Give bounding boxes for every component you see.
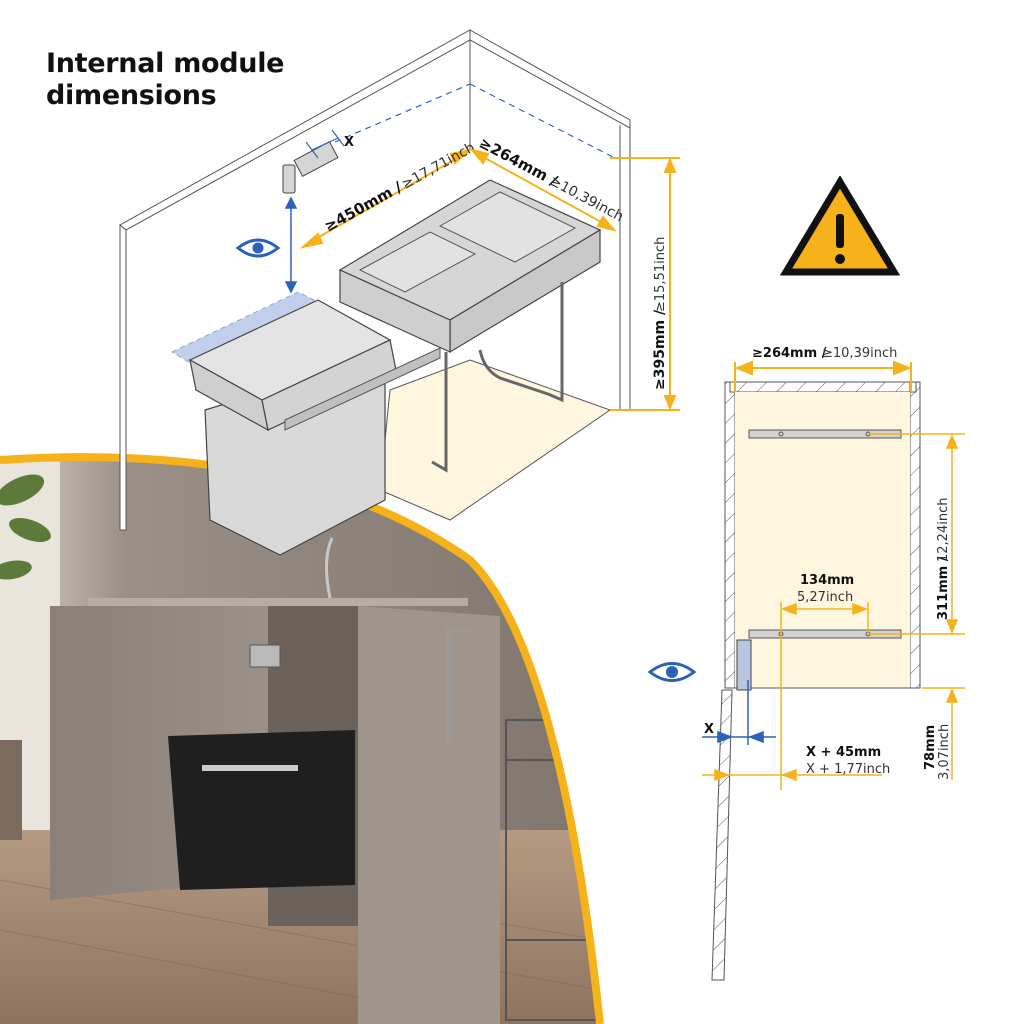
height-dimension-label: ≥395mm / ≥15,51inch xyxy=(652,237,668,390)
hole-spacing-label: 134mm 5,27inch xyxy=(797,573,854,605)
page-title: Internal module dimensions xyxy=(46,48,285,112)
width-dimension-label-front: ≥264mm / ≥10,39inch xyxy=(752,346,897,361)
svg-text:X + 1,77inch: X + 1,77inch xyxy=(806,762,890,777)
svg-text:78mm: 78mm xyxy=(923,725,938,770)
svg-text:≥10,39inch: ≥10,39inch xyxy=(822,346,897,361)
hinge-x-label: X xyxy=(704,722,714,737)
svg-text:3,07inch: 3,07inch xyxy=(937,724,952,780)
bottom-offset-label: 78mm xyxy=(923,725,938,770)
hinge-offset-label: X xyxy=(344,135,354,150)
svg-text:134mm: 134mm xyxy=(800,573,854,588)
eye-icon xyxy=(647,662,697,682)
title-line-1: Internal module xyxy=(46,48,285,79)
decorative-arc xyxy=(0,453,604,1024)
svg-text:X + 45mm: X + 45mm xyxy=(806,745,881,760)
hinge-icon xyxy=(282,140,339,194)
svg-text:≥264mm /: ≥264mm / xyxy=(752,346,827,361)
front-offset-label: X + 45mm X + 1,77inch xyxy=(806,745,890,777)
warning-triangle-icon xyxy=(780,176,900,276)
eye-icon xyxy=(235,238,281,258)
svg-text:≥15,51inch: ≥15,51inch xyxy=(653,237,668,312)
svg-text:12,24inch: 12,24inch xyxy=(936,498,951,562)
rail-spacing-label: 311mm / 12,24inch xyxy=(936,498,951,620)
svg-text:311mm /: 311mm / xyxy=(936,556,951,620)
svg-text:≥395mm /: ≥395mm / xyxy=(652,309,668,390)
title-line-2: dimensions xyxy=(46,80,217,111)
svg-text:5,27inch: 5,27inch xyxy=(797,590,853,605)
